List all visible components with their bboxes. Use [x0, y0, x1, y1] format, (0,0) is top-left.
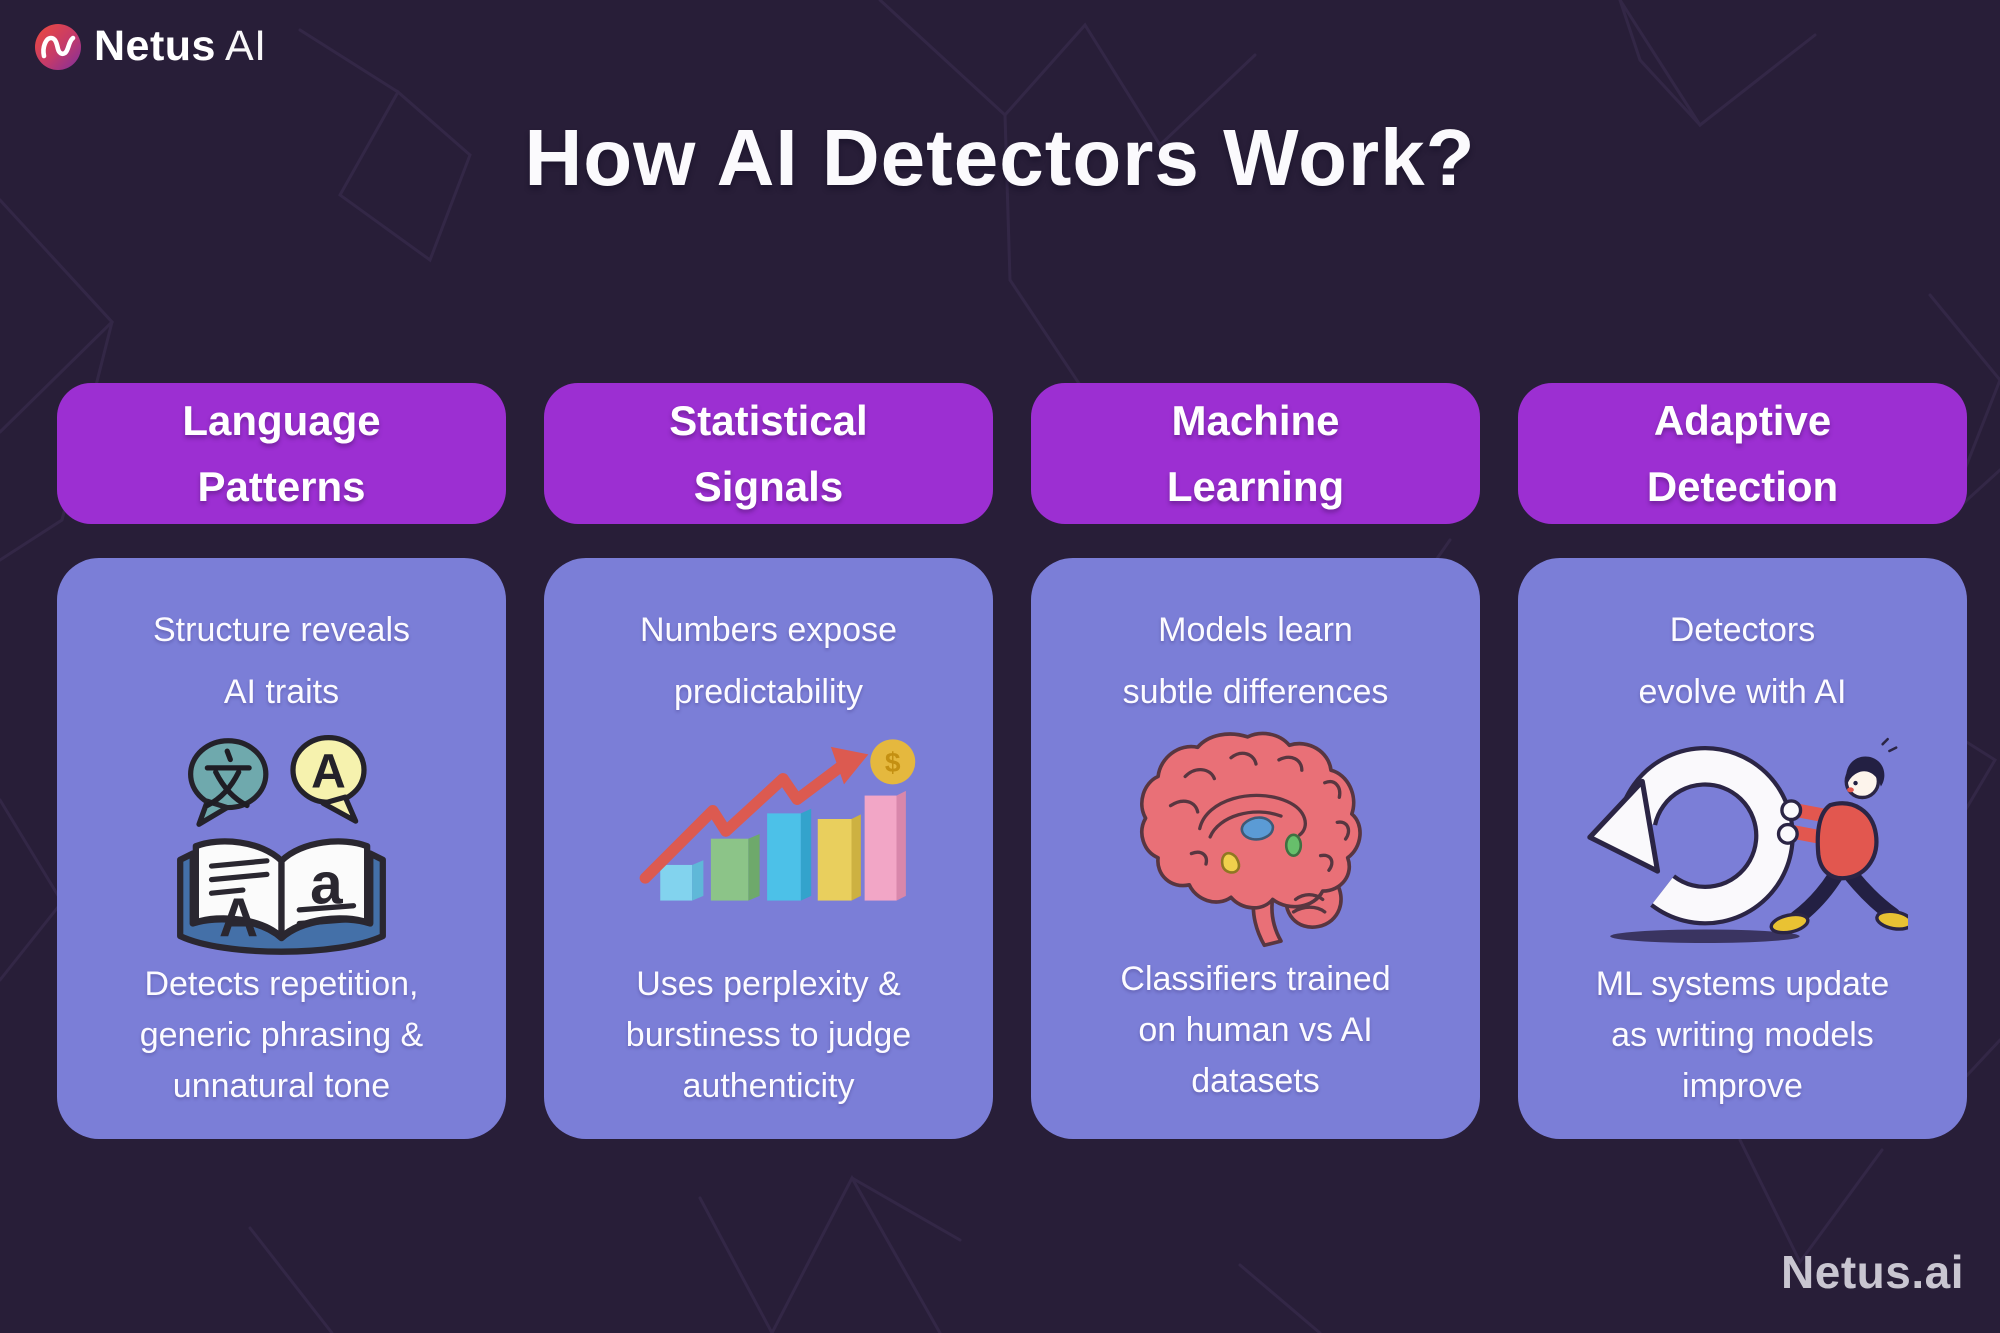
- card-detail: Detects repetition, generic phrasing & u…: [139, 964, 424, 1105]
- svg-text:a: a: [310, 851, 343, 916]
- column-language-patterns: Language Patterns Structure reveals AI t…: [57, 383, 506, 1139]
- svg-text:A: A: [219, 887, 258, 948]
- column-adaptive-detection: Adaptive Detection Detectors evolve with…: [1518, 383, 1967, 1139]
- card-summary: Models learn subtle differences: [1122, 611, 1389, 711]
- card-detail: Uses perplexity & burstiness to judge au…: [625, 964, 912, 1105]
- pill-line: Machine: [1171, 397, 1340, 445]
- pill-line: Signals: [693, 462, 844, 510]
- pill-adaptive-detection: Adaptive Detection: [1518, 383, 1967, 524]
- card-summary: Numbers expose predictability: [639, 611, 897, 711]
- pill-language-patterns: Language Patterns: [57, 383, 506, 524]
- card-detail: ML systems update as writing models impr…: [1595, 964, 1890, 1105]
- brand-name-light: AI: [224, 22, 267, 70]
- brain-icon: [1131, 724, 1381, 954]
- refresh-cycle-person-icon: [1578, 724, 1908, 959]
- pill-line: Language: [182, 397, 381, 445]
- pill-statistical-signals: Statistical Signals: [544, 383, 993, 524]
- pill-line: Patterns: [197, 462, 366, 510]
- card-machine-learning: Models learn subtle differences: [1031, 558, 1480, 1139]
- card-language-patterns: Structure reveals AI traits: [57, 558, 506, 1139]
- svg-text:$: $: [884, 747, 900, 778]
- card-summary: Structure reveals AI traits: [153, 611, 410, 711]
- column-statistical-signals: Statistical Signals Numbers expose predi…: [544, 383, 993, 1139]
- svg-text:A: A: [311, 745, 346, 798]
- pill-line: Learning: [1166, 462, 1345, 510]
- brand-name-bold: Netus: [94, 22, 216, 70]
- translation-book-icon: A a: [154, 724, 409, 959]
- card-detail: Classifiers trained on human vs AI datas…: [1120, 959, 1391, 1100]
- netus-logo-icon: [34, 23, 82, 71]
- pill-line: Detection: [1646, 462, 1839, 510]
- cards-grid: Language Patterns Structure reveals AI t…: [57, 383, 1967, 1139]
- pill-line: Adaptive: [1653, 397, 1832, 445]
- rising-bar-chart-icon: $: [619, 724, 919, 959]
- card-statistical-signals: Numbers expose predictability: [544, 558, 993, 1139]
- card-adaptive-detection: Detectors evolve with AI: [1518, 558, 1967, 1139]
- watermark: Netus.ai: [1781, 1246, 1964, 1298]
- pill-line: Statistical: [669, 397, 868, 445]
- page-title: How AI Detectors Work?: [524, 113, 1476, 202]
- pill-machine-learning: Machine Learning: [1031, 383, 1480, 524]
- column-machine-learning: Machine Learning Models learn subtle dif…: [1031, 383, 1480, 1139]
- card-summary: Detectors evolve with AI: [1638, 611, 1847, 711]
